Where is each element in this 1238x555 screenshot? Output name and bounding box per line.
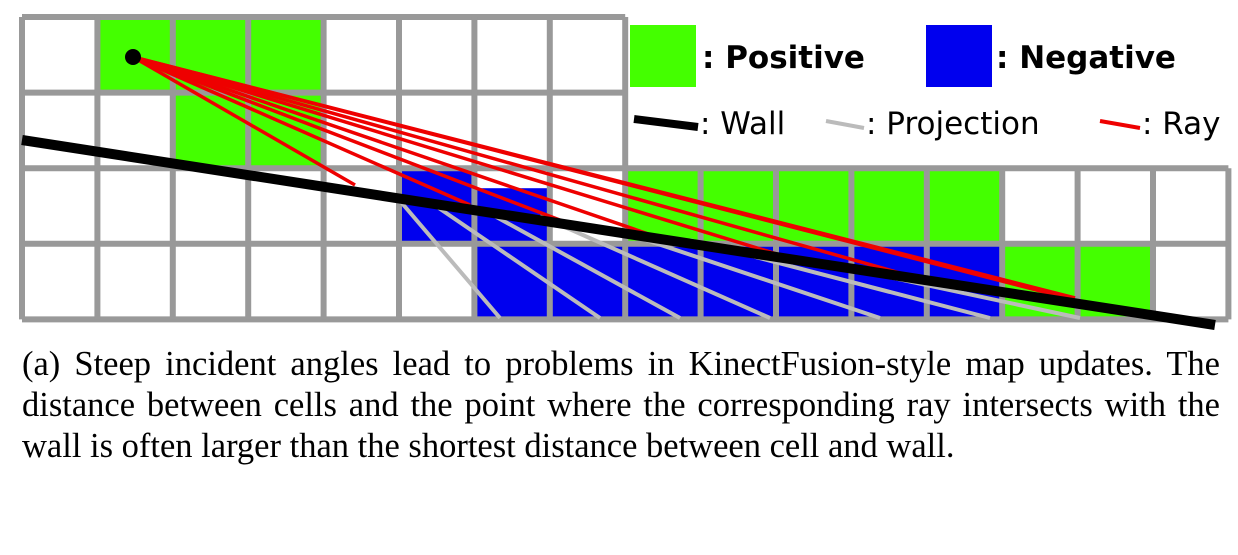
grid-diagram: : Positive : Negative : Wall : Projectio… — [19, 14, 1232, 330]
ray — [132, 55, 781, 257]
legend-projection-swatch — [825, 119, 865, 130]
projection — [428, 200, 602, 320]
projection — [539, 214, 771, 320]
negative-cell — [474, 243, 550, 320]
ray — [132, 55, 471, 207]
legend-wall-label: : Wall — [700, 106, 785, 142]
legend-wall-swatch — [633, 115, 699, 131]
ray — [132, 55, 901, 275]
legend-negative-swatch — [926, 25, 992, 87]
figure-caption: (a) Steep incident angles lead to proble… — [22, 345, 1220, 465]
legend-positive-swatch — [630, 25, 696, 87]
ray — [132, 55, 1076, 300]
projection — [393, 193, 502, 320]
legend-ray-swatch — [1099, 119, 1141, 130]
wall-line — [21, 135, 1216, 330]
ray-lines — [132, 55, 1076, 300]
sensor-origin — [125, 49, 141, 65]
legend-negative-label: : Negative — [996, 40, 1176, 76]
projection — [479, 206, 681, 320]
legend-projection-label: : Projection — [866, 106, 1040, 142]
ray — [132, 55, 356, 187]
ray — [132, 55, 661, 240]
legend-positive-label: : Positive — [702, 40, 865, 76]
legend-ray-label: : Ray — [1142, 106, 1221, 142]
positive-cell — [248, 17, 324, 93]
legend: : Positive : Negative : Wall : Projectio… — [630, 25, 1221, 142]
positive-cell — [851, 168, 927, 244]
ray — [132, 55, 566, 224]
positive-cell — [172, 92, 249, 169]
positive-cell — [926, 168, 1003, 244]
